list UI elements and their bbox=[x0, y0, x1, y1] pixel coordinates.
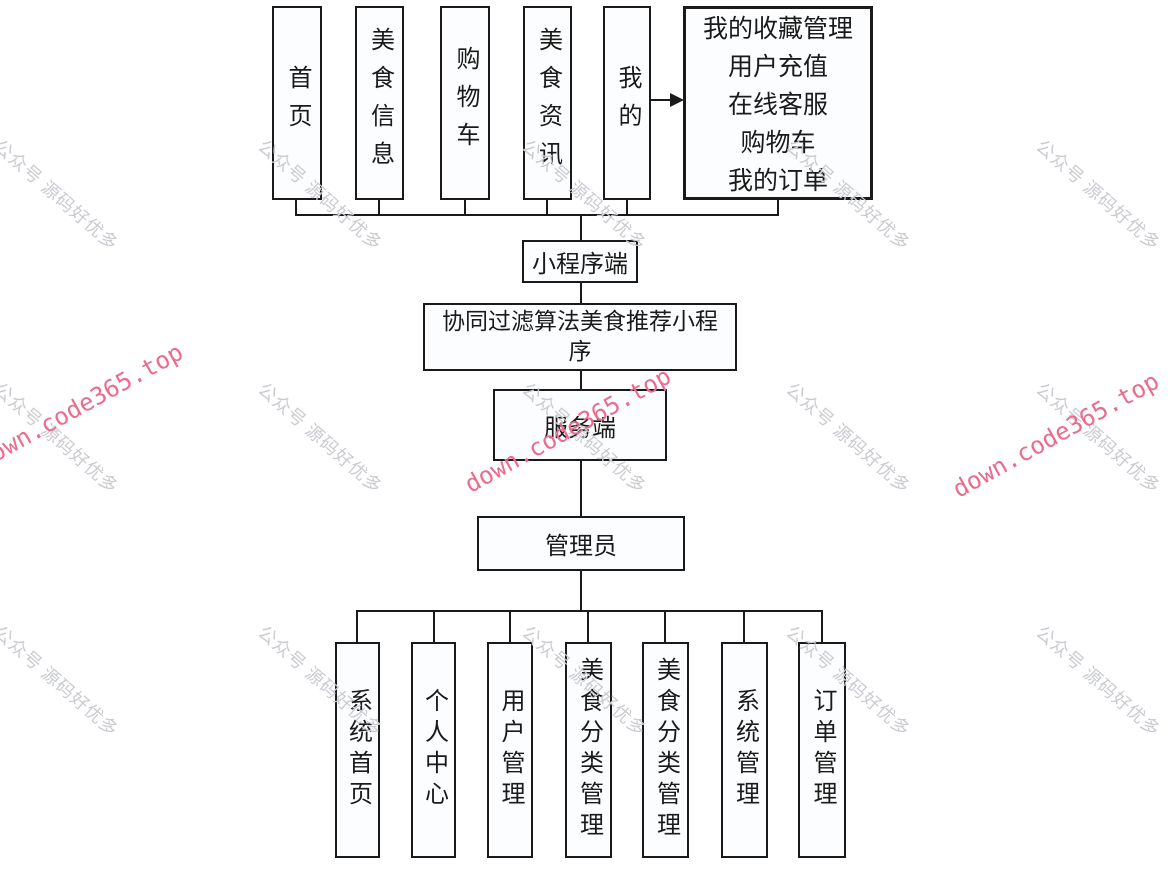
node-user-management-label: 用户管理 bbox=[497, 688, 523, 812]
watermark-gray: 公众号 源码好优多 bbox=[0, 379, 123, 498]
miniprogram-side-label: 小程序端 bbox=[532, 252, 628, 278]
node-cart: 购物车 bbox=[440, 6, 490, 200]
connector-drop-miniprogram bbox=[580, 216, 582, 240]
connector-stub-bottom-7 bbox=[821, 612, 823, 642]
node-miniprogram-side: 小程序端 bbox=[522, 240, 638, 283]
connector-stub-top-5 bbox=[626, 200, 628, 214]
mine-submodule-item: 我的收藏管理 bbox=[702, 16, 853, 43]
connector-stub-bottom-1 bbox=[356, 612, 358, 642]
watermark-red: down.code365.top bbox=[0, 337, 188, 475]
connector-bus-bottom bbox=[356, 610, 823, 612]
node-system-management: 系统管理 bbox=[721, 642, 768, 858]
node-user-management: 用户管理 bbox=[487, 642, 533, 858]
connector-stub-bottom-2 bbox=[433, 612, 435, 642]
watermark-gray: 公众号 源码好优多 bbox=[1032, 622, 1165, 741]
node-cart-label: 购物车 bbox=[452, 46, 478, 160]
connector-bus-top bbox=[295, 214, 779, 216]
node-system-home: 系统首页 bbox=[335, 642, 380, 858]
node-food-news-label: 美食资讯 bbox=[534, 27, 561, 179]
node-system-title: 协同过滤算法美食推荐小程序 bbox=[423, 303, 737, 371]
watermark-red: down.code365.top bbox=[948, 366, 1164, 504]
connector-stub-bottom-4 bbox=[587, 612, 589, 642]
watermark-gray: 公众号 源码好优多 bbox=[0, 136, 123, 255]
connector-stub-top-3 bbox=[464, 200, 466, 214]
node-admin: 管理员 bbox=[477, 516, 685, 571]
node-personal-center: 个人中心 bbox=[411, 642, 456, 858]
node-food-info: 美食信息 bbox=[355, 6, 404, 200]
admin-label: 管理员 bbox=[545, 534, 617, 560]
server-side-label: 服务端 bbox=[544, 415, 616, 442]
watermark-gray: 公众号 源码好优多 bbox=[254, 379, 387, 498]
node-home-label: 首页 bbox=[284, 65, 310, 141]
connector-drop-admin bbox=[580, 571, 582, 610]
node-food-category-management-1: 美食分类管理 bbox=[565, 642, 612, 858]
node-order-management: 订单管理 bbox=[798, 642, 846, 858]
node-food-category-management-2: 美食分类管理 bbox=[642, 642, 689, 858]
connector-stub-top-6 bbox=[777, 200, 779, 214]
connector-stub-bottom-3 bbox=[509, 612, 511, 642]
arrow-mine-line bbox=[651, 99, 671, 101]
node-home: 首页 bbox=[272, 6, 322, 200]
node-system-home-label: 系统首页 bbox=[344, 688, 371, 812]
watermark-gray: 公众号 源码好优多 bbox=[1032, 379, 1165, 498]
node-personal-center-label: 个人中心 bbox=[420, 688, 447, 812]
mine-submodules-list: 我的收藏管理 用户充值 在线客服 购物车 我的订单 bbox=[686, 8, 870, 198]
connector-stub-top-2 bbox=[378, 200, 380, 214]
node-food-category-management-1-label: 美食分类管理 bbox=[575, 657, 602, 843]
node-food-info-label: 美食信息 bbox=[366, 27, 393, 179]
node-server-side: 服务端 bbox=[493, 389, 667, 461]
mine-submodule-item: 用户充值 bbox=[727, 54, 828, 81]
mine-submodule-item: 我的订单 bbox=[727, 168, 828, 195]
node-order-management-label: 订单管理 bbox=[809, 688, 835, 812]
node-food-category-management-2-label: 美食分类管理 bbox=[652, 657, 679, 843]
node-mine-label: 我的 bbox=[614, 65, 640, 141]
node-mine-submodules: 我的收藏管理 用户充值 在线客服 购物车 我的订单 bbox=[683, 6, 873, 200]
connector-title-server bbox=[580, 371, 582, 389]
arrow-right-icon bbox=[670, 93, 684, 107]
connector-stub-top-4 bbox=[546, 200, 548, 214]
node-system-management-label: 系统管理 bbox=[731, 688, 758, 812]
mine-submodule-item: 购物车 bbox=[740, 130, 816, 157]
system-title-label: 协同过滤算法美食推荐小程序 bbox=[442, 309, 718, 364]
watermark-gray: 公众号 源码好优多 bbox=[782, 379, 915, 498]
node-mine: 我的 bbox=[603, 6, 651, 200]
connector-miniprogram-title bbox=[580, 283, 582, 303]
watermark-gray: 公众号 源码好优多 bbox=[1032, 136, 1165, 255]
connector-stub-top-1 bbox=[295, 200, 297, 214]
mine-submodule-item: 在线客服 bbox=[727, 92, 828, 119]
connector-stub-bottom-5 bbox=[664, 612, 666, 642]
connector-stub-bottom-6 bbox=[743, 612, 745, 642]
watermark-gray: 公众号 源码好优多 bbox=[0, 622, 123, 741]
connector-server-admin bbox=[580, 461, 582, 516]
node-food-news: 美食资讯 bbox=[523, 6, 572, 200]
